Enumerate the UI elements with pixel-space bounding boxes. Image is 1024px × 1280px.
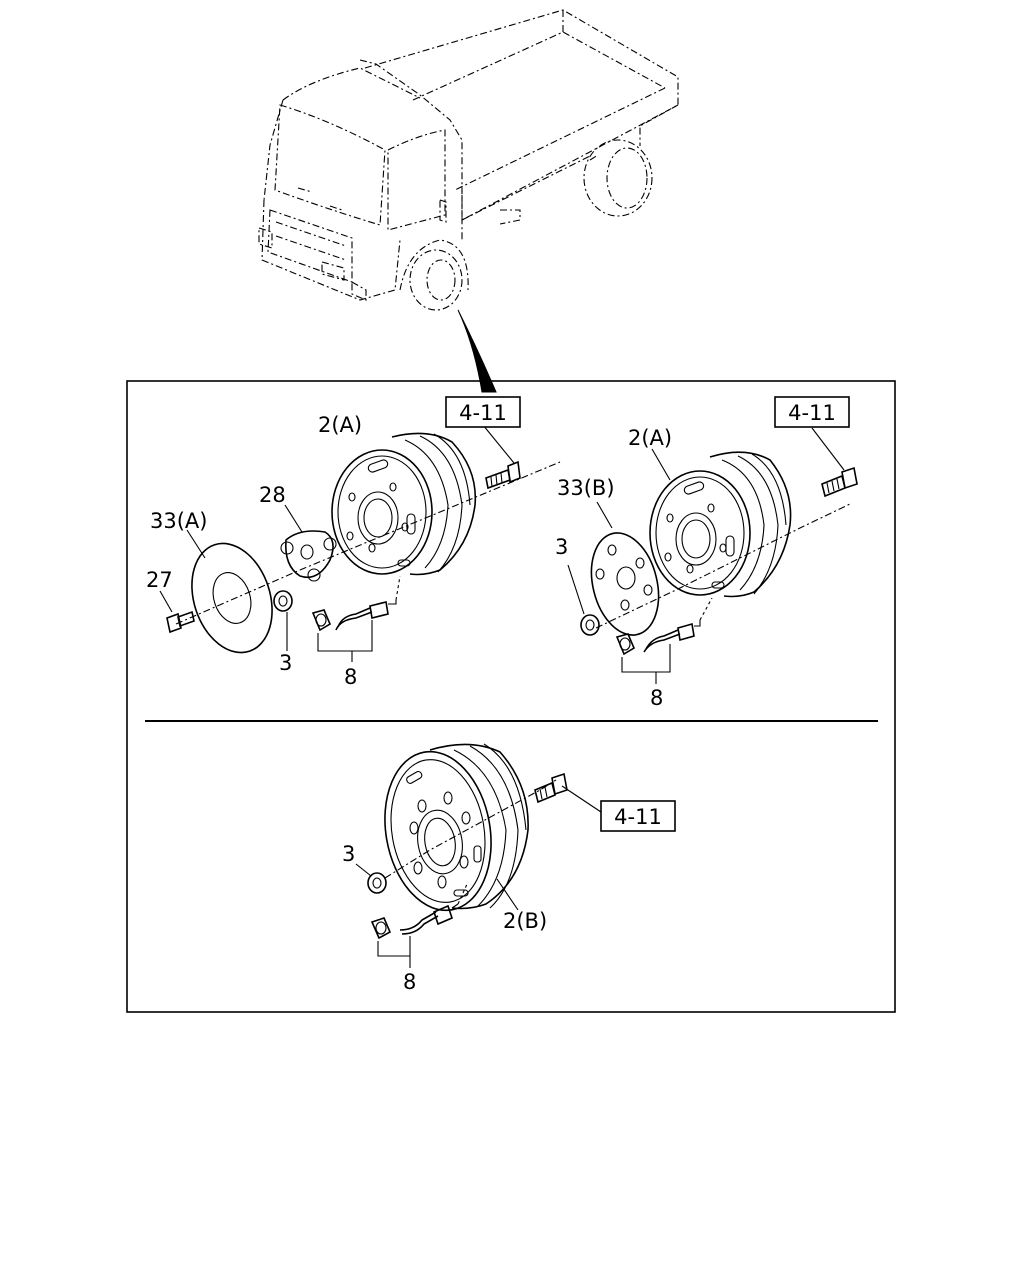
reference-label: 4-11 [614,805,662,829]
reference-label: 4-11 [788,401,836,425]
reference-box-4-11-top-left[interactable]: 4-11 [445,396,521,428]
nut-3-bottom [367,872,387,894]
callout-27: 27 [146,568,173,592]
callout-2b: 2(B) [503,909,547,933]
truck-illustration [258,9,679,393]
diagram-frame [126,380,896,1013]
assembly-bottom [355,743,602,968]
callout-33b: 33(B) [557,476,615,500]
callout-2a-right: 2(A) [628,426,672,450]
valve-adapter-28 [280,530,337,582]
wheel-2b [384,743,529,912]
assembly-top-right [567,427,858,684]
callout-33a: 33(A) [150,509,207,533]
bolt-27 [166,610,195,634]
callout-3-bottom: 3 [342,842,355,866]
assembly-top-left [159,424,561,662]
nut-3-right [580,614,600,636]
callout-8-right: 8 [650,686,663,710]
wheel-2a-left [331,432,477,576]
wheel-2a-right [649,451,792,598]
nut-3-left [273,590,293,612]
hub-bolt-left [485,460,521,490]
location-pointer-arrow [457,309,497,393]
callout-28: 28 [259,483,286,507]
cargo-bed [364,9,679,225]
callout-2a-left: 2(A) [318,413,362,437]
callout-3-right: 3 [555,535,568,559]
valve-extension-8-right [615,597,713,656]
hub-bolt-bottom [534,772,568,804]
callout-3-left: 3 [279,651,292,675]
callout-8-left: 8 [344,665,357,689]
reference-label: 4-11 [459,401,507,425]
hub-bolt-right [821,466,858,498]
callout-8-bottom: 8 [403,970,416,994]
disc-33b [590,532,660,636]
disc-33a [191,542,273,654]
truck-cab [258,59,469,311]
valve-extension-8-left [311,575,401,632]
reference-box-4-11-top-right[interactable]: 4-11 [774,396,850,428]
valve-extension-8-bottom [370,881,469,940]
reference-box-4-11-bottom[interactable]: 4-11 [600,800,676,832]
